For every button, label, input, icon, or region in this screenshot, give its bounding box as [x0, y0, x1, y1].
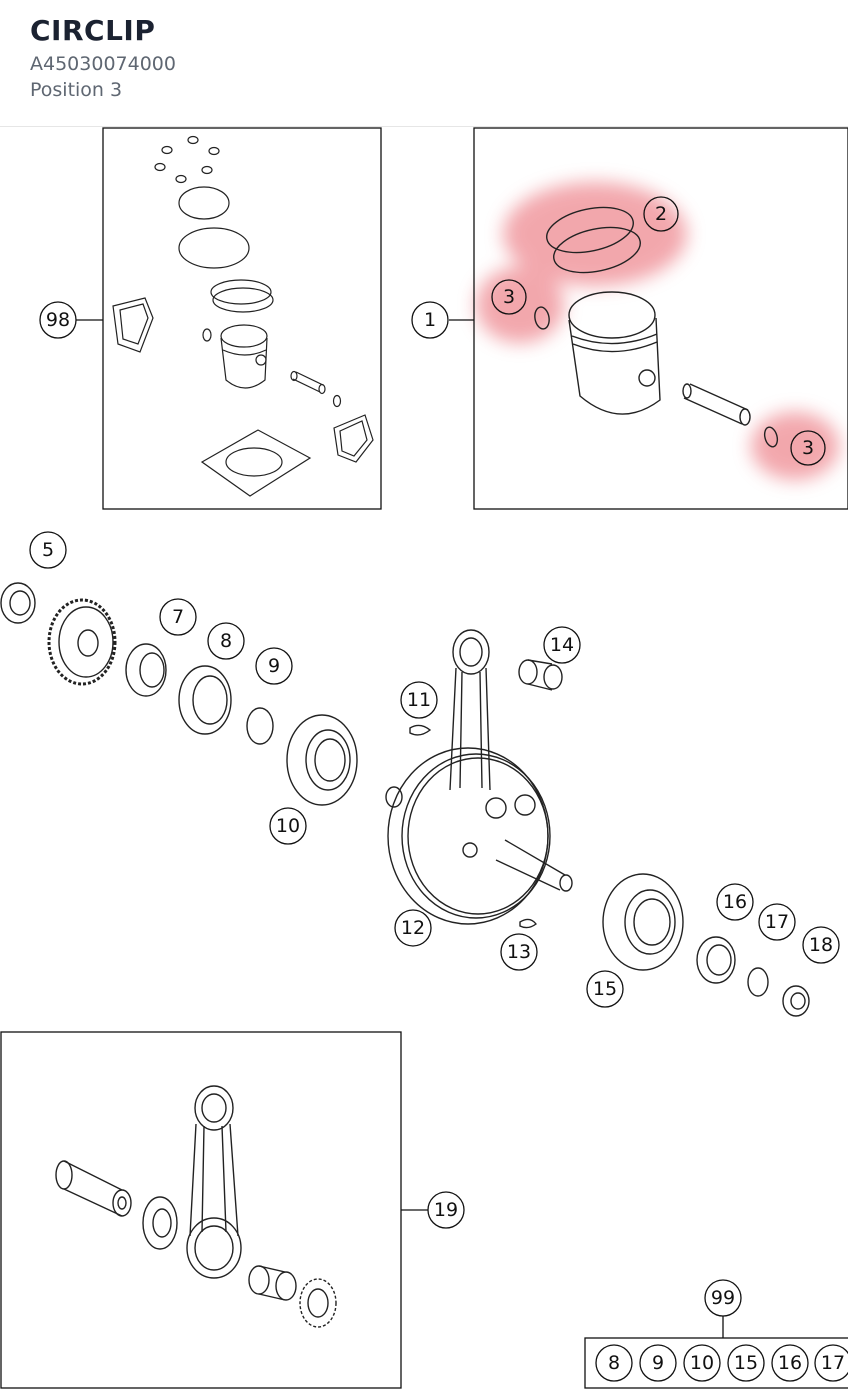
- callout-12[interactable]: 12: [394, 909, 432, 947]
- part-position: Position 3: [30, 79, 123, 101]
- callout-99[interactable]: 99: [704, 1279, 742, 1317]
- svg-text:16: 16: [723, 891, 747, 913]
- callout-7[interactable]: 7: [159, 598, 197, 636]
- kit-99-item-1[interactable]: 9: [639, 1344, 677, 1382]
- callout-98[interactable]: 98: [39, 301, 77, 339]
- svg-text:1: 1: [424, 309, 436, 331]
- svg-text:98: 98: [46, 309, 70, 331]
- svg-text:15: 15: [593, 978, 617, 1000]
- svg-text:15: 15: [734, 1352, 758, 1374]
- svg-text:17: 17: [765, 911, 789, 933]
- callout-3-circlip-left[interactable]: 3: [491, 279, 527, 315]
- callout-14[interactable]: 14: [543, 626, 581, 664]
- piston-assembly-box[interactable]: [473, 127, 848, 510]
- svg-text:19: 19: [434, 1199, 458, 1221]
- svg-text:5: 5: [42, 539, 54, 561]
- kit-98-box[interactable]: [102, 127, 382, 510]
- callout-3-circlip-right[interactable]: 3: [790, 430, 826, 466]
- callout-11[interactable]: 11: [400, 681, 438, 719]
- kit-99-item-2[interactable]: 10: [683, 1344, 721, 1382]
- svg-text:2: 2: [655, 203, 667, 225]
- svg-text:9: 9: [268, 655, 280, 677]
- kit-99-item-5[interactable]: 17: [814, 1344, 848, 1382]
- crankshaft-assembly: [0, 582, 810, 1017]
- svg-text:3: 3: [503, 286, 515, 308]
- svg-text:18: 18: [809, 934, 833, 956]
- callout-13[interactable]: 13: [500, 933, 538, 971]
- svg-text:99: 99: [711, 1287, 735, 1309]
- callout-15[interactable]: 15: [586, 970, 624, 1008]
- part-header: CIRCLIP A45030074000 Position 3: [0, 0, 848, 127]
- callout-8[interactable]: 8: [207, 622, 245, 660]
- callout-10[interactable]: 10: [269, 807, 307, 845]
- svg-text:14: 14: [550, 634, 574, 656]
- svg-text:10: 10: [276, 815, 300, 837]
- conrod-kit-box[interactable]: [0, 1031, 402, 1389]
- kit-99-item-4[interactable]: 16: [771, 1344, 809, 1382]
- callout-5[interactable]: 5: [29, 531, 67, 569]
- svg-text:11: 11: [407, 689, 431, 711]
- svg-text:9: 9: [652, 1352, 664, 1374]
- callout-2[interactable]: 2: [643, 196, 679, 232]
- svg-text:17: 17: [821, 1352, 845, 1374]
- highlight-glow: [476, 182, 839, 480]
- svg-text:10: 10: [690, 1352, 714, 1374]
- svg-text:7: 7: [172, 606, 184, 628]
- svg-text:8: 8: [220, 630, 232, 652]
- callout-1[interactable]: 1: [411, 301, 449, 339]
- callout-18[interactable]: 18: [802, 926, 840, 964]
- svg-text:3: 3: [802, 437, 814, 459]
- svg-text:8: 8: [608, 1352, 620, 1374]
- kit-99-item-3[interactable]: 15: [727, 1344, 765, 1382]
- callout-19[interactable]: 19: [427, 1191, 465, 1229]
- part-title: CIRCLIP: [30, 14, 156, 47]
- svg-text:12: 12: [401, 917, 425, 939]
- callout-16[interactable]: 16: [716, 883, 754, 921]
- kit-99-item-0[interactable]: 8: [595, 1344, 633, 1382]
- callout-17[interactable]: 17: [758, 903, 796, 941]
- part-number: A45030074000: [30, 53, 176, 75]
- svg-text:16: 16: [778, 1352, 802, 1374]
- kit-99-box: [584, 1337, 848, 1389]
- svg-text:13: 13: [507, 941, 531, 963]
- callout-9[interactable]: 9: [255, 647, 293, 685]
